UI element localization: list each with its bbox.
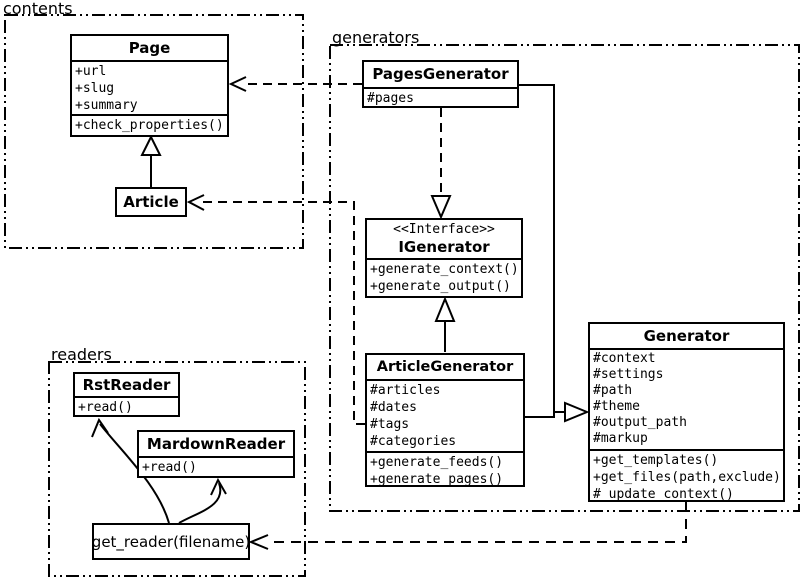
dependency-pagesgenerator-page-arrowhead <box>228 76 247 92</box>
attribute: #pages <box>367 91 414 106</box>
attribute: #path <box>593 383 633 398</box>
class-article: Article <box>115 187 187 217</box>
package-contents-label: contents <box>3 0 73 18</box>
attribute: #theme <box>593 399 640 414</box>
attribute: #settings <box>593 367 664 382</box>
class-articlegenerator-methods: +generate_feeds() +generate_pages() <box>367 451 523 488</box>
dependency-articlegenerator-article-arrowhead <box>186 194 205 211</box>
method: +check_properties() <box>75 118 224 133</box>
method: +get_templates() <box>593 453 719 468</box>
inheritance-articlegenerator-igenerator-triangle <box>434 296 456 322</box>
attribute: #markup <box>593 431 648 446</box>
package-generators-label: generators <box>332 28 420 47</box>
get-reader-box: get_reader(filename) <box>92 523 250 560</box>
attribute: #dates <box>370 400 417 415</box>
class-generator-title: Generator <box>643 327 730 345</box>
inheritance-article-page-triangle <box>140 134 162 156</box>
inheritance-pagesgenerator-generator-line <box>519 84 565 413</box>
attribute: #articles <box>370 383 441 398</box>
attribute: +url <box>75 64 107 79</box>
class-mardownreader-title: MardownReader <box>146 435 286 453</box>
package-readers-border <box>48 361 306 577</box>
attribute: #context <box>593 351 656 366</box>
class-rstreader-methods: +read() <box>75 396 178 416</box>
dependency-generator-getreader-line <box>268 502 687 543</box>
inheritance-generator-triangle <box>564 401 590 423</box>
inheritance-articlegenerator-generator-line <box>525 410 555 418</box>
class-page-attributes: +url +slug +summary <box>72 60 227 114</box>
attribute: +slug <box>75 81 115 96</box>
class-article-title: Article <box>123 193 179 211</box>
arrow-getreader-rstreader-arrowhead <box>91 417 109 438</box>
class-articlegenerator-title: ArticleGenerator <box>376 359 514 375</box>
class-mardownreader-methods: +read() <box>139 456 293 476</box>
package-readers-label: readers <box>51 345 112 364</box>
method: +get_files(path,exclude) <box>593 470 781 485</box>
realization-pagesgenerator-igenerator-triangle <box>430 195 452 220</box>
get-reader-label: get_reader(filename) <box>91 532 251 551</box>
attribute: +summary <box>75 98 138 113</box>
class-igenerator-stereotype: <<Interface>> <box>393 222 495 237</box>
class-generator-methods: +get_templates() +get_files(path,exclude… <box>590 449 783 503</box>
class-rstreader-title: RstReader <box>82 376 171 394</box>
method: +generate_context() <box>370 262 519 277</box>
class-articlegenerator-attributes: #articles #dates #tags #categories <box>367 379 523 451</box>
class-page: Page +url +slug +summary +check_properti… <box>70 34 229 137</box>
class-page-title: Page <box>128 39 171 57</box>
class-articlegenerator: ArticleGenerator #articles #dates #tags … <box>365 353 525 487</box>
class-generator: Generator #context #settings #path #them… <box>588 322 785 502</box>
package-generators-border <box>329 44 800 512</box>
dependency-articlegenerator-article-line <box>203 201 365 425</box>
method: +generate_pages() <box>370 472 504 487</box>
class-igenerator-methods: +generate_context() +generate_output() <box>367 258 521 295</box>
arrow-getreader-mardownreader-curve <box>178 482 222 524</box>
method: +read() <box>78 400 133 415</box>
class-rstreader: RstReader +read() <box>73 372 180 417</box>
class-igenerator-title: IGenerator <box>398 239 490 256</box>
class-pagesgenerator-attributes: #pages <box>364 87 517 107</box>
method: +generate_feeds() <box>370 455 504 470</box>
attribute: #categories <box>370 434 457 449</box>
class-page-methods: +check_properties() <box>72 114 227 134</box>
package-contents-border <box>4 14 304 249</box>
dependency-generator-getreader-arrowhead <box>248 534 269 550</box>
attribute: #output_path <box>593 415 687 430</box>
class-pagesgenerator: PagesGenerator #pages <box>362 60 519 108</box>
class-generator-attributes: #context #settings #path #theme #output_… <box>590 348 783 449</box>
class-pagesgenerator-title: PagesGenerator <box>372 65 509 83</box>
attribute: #tags <box>370 417 410 432</box>
method: +read() <box>142 460 197 475</box>
class-igenerator: <<Interface>> IGenerator +generate_conte… <box>365 218 523 298</box>
class-mardownreader: MardownReader +read() <box>137 430 295 478</box>
method: #_update_context() <box>593 487 734 502</box>
class-igenerator-header: <<Interface>> IGenerator <box>367 220 521 258</box>
arrow-getreader-mardownreader-arrowhead <box>210 477 227 496</box>
method: +generate_output() <box>370 279 511 294</box>
